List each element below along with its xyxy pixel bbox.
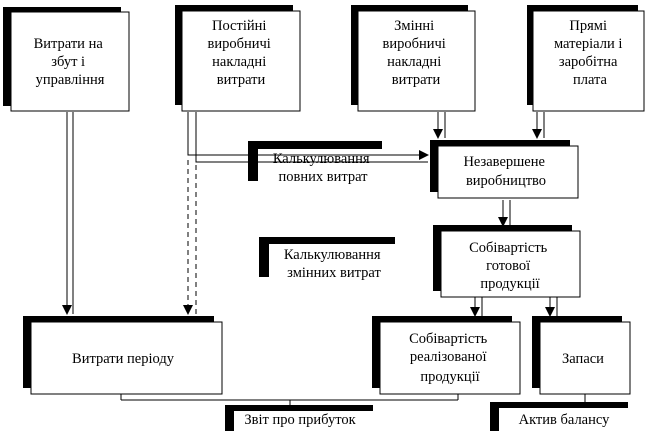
node-income-statement: Звіт про прибуток xyxy=(225,405,373,431)
node-period-costs: Витрати періоду xyxy=(23,316,223,395)
cogs-label-3: продукції xyxy=(420,369,479,385)
selling-admin-label-2: збут і xyxy=(51,54,85,70)
variable-costing-label-1: Калькулювання xyxy=(284,247,381,263)
svg-text:Калькулювання повних вит: Калькулювання повних витрат xyxy=(273,151,373,185)
variable-overhead-label-2: виробничі xyxy=(383,36,446,52)
arrow-fixed-to-wip xyxy=(187,112,429,160)
direct-label-2: матеріали і xyxy=(554,36,622,52)
node-work-in-progress: Незавершене виробництво xyxy=(430,140,579,199)
svg-text:Звіт про прибуток: Звіт про прибуток xyxy=(244,412,356,428)
selling-admin-label-1: Витрати на xyxy=(34,36,104,52)
finished-label-3: продукції xyxy=(480,276,539,292)
finished-label-1: Собівартість xyxy=(469,240,548,256)
node-finished-goods-cost: Собівартість готової продукції xyxy=(433,225,581,298)
svg-text:Прямі матеріали і: Прямі матеріали і заробітна плата xyxy=(554,18,626,88)
variable-costing-label-2: змінних витрат xyxy=(287,265,381,281)
svg-text:Запаси: Запаси xyxy=(562,351,604,367)
selling-admin-label-3: управління xyxy=(36,72,105,88)
connectors xyxy=(62,112,586,405)
direct-label-3: заробітна xyxy=(559,54,618,70)
fixed-overhead-label-3: накладні xyxy=(212,54,266,70)
node-inventory: Запаси xyxy=(532,316,631,395)
svg-text:Актив балансу: Актив балансу xyxy=(519,412,611,428)
cogs-label-1: Собівартість xyxy=(409,331,488,347)
node-fixed-overhead: Постійні виробничі накладні витрати xyxy=(175,5,301,112)
variable-overhead-label-3: накладні xyxy=(387,54,441,70)
balance-sheet-label: Актив балансу xyxy=(519,412,611,428)
finished-label-2: готової xyxy=(486,258,530,274)
fixed-overhead-label-1: Постійні xyxy=(212,18,266,34)
node-selling-admin-costs: Витрати на збут і управління xyxy=(3,7,130,112)
line-fixed-to-wip-2 xyxy=(195,112,428,163)
direct-label-1: Прямі xyxy=(569,18,607,34)
wip-label-1: Незавершене xyxy=(463,154,545,170)
absorption-label-2: повних витрат xyxy=(278,169,368,185)
inventory-label: Запаси xyxy=(562,351,604,367)
absorption-label-1: Калькулювання xyxy=(273,151,370,167)
node-balance-sheet-asset: Актив балансу xyxy=(490,402,628,431)
wip-label-2: виробництво xyxy=(466,173,546,189)
svg-text:Калькулювання змінних ви: Калькулювання змінних витрат xyxy=(284,247,384,281)
node-absorption-costing: Калькулювання повних витрат xyxy=(248,141,382,185)
svg-text:Собівартість реалізовано: Собівартість реалізованої продукції xyxy=(409,331,491,385)
fixed-overhead-label-2: виробничі xyxy=(208,36,271,52)
cogs-label-2: реалізованої xyxy=(410,349,487,365)
svg-text:Витрати на збут і: Витрати на збут і управління xyxy=(34,36,107,88)
svg-text:Змінні виробничі н: Змінні виробничі накладні витрати xyxy=(383,18,450,88)
period-costs-label: Витрати періоду xyxy=(72,351,175,367)
svg-text:Постійні виробничі: Постійні виробничі накладні витрати xyxy=(208,18,275,88)
income-statement-label: Звіт про прибуток xyxy=(244,412,356,428)
fixed-overhead-label-4: витрати xyxy=(217,72,266,88)
svg-text:Витрати періоду: Витрати періоду xyxy=(72,351,175,367)
variable-overhead-label-4: витрати xyxy=(392,72,441,88)
direct-label-4: плата xyxy=(573,72,608,88)
node-variable-costing: Калькулювання змінних витрат xyxy=(259,237,395,281)
svg-text:Собівартість готової: Собівартість готової продукції xyxy=(469,240,551,292)
variable-overhead-label-1: Змінні xyxy=(394,18,434,34)
node-cost-of-goods-sold: Собівартість реалізованої продукції xyxy=(372,316,521,395)
node-direct-materials-labor: Прямі матеріали і заробітна плата xyxy=(527,5,645,112)
svg-text:Незавершене виробництво: Незавершене виробництво xyxy=(463,154,548,189)
node-variable-overhead: Змінні виробничі накладні витрати xyxy=(351,5,476,112)
